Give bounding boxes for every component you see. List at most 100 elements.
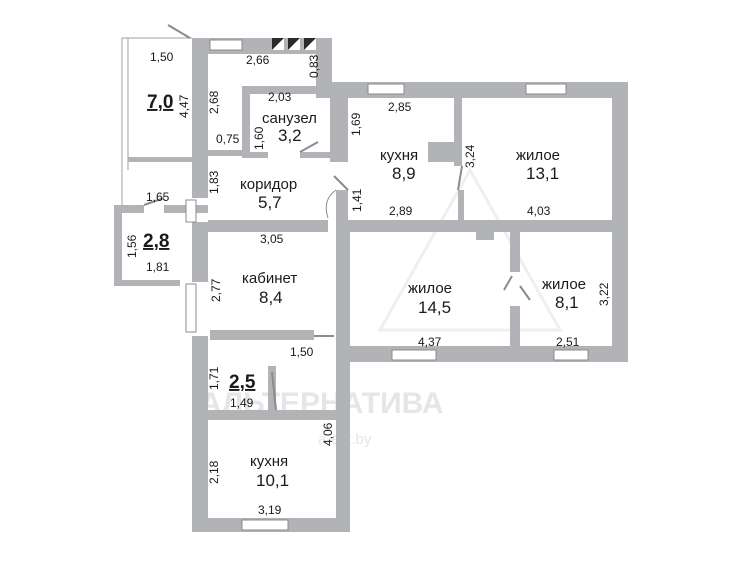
dim-1-50-top: 1,50 bbox=[150, 50, 174, 64]
room-area-small-mid: 2,5 bbox=[229, 372, 256, 393]
sanuzel-wall-top bbox=[242, 86, 322, 94]
dim-3-05: 3,05 bbox=[260, 232, 284, 246]
room-area-living-c: 8,1 bbox=[555, 293, 579, 312]
dim-2-51: 2,51 bbox=[556, 335, 580, 349]
wall-west-lower bbox=[192, 336, 208, 532]
room-area-living-a: 13,1 bbox=[526, 164, 559, 183]
room-area-office: 8,4 bbox=[259, 288, 283, 307]
dim-1-56: 1,56 bbox=[125, 234, 139, 258]
wall-living-partition-top bbox=[510, 232, 520, 272]
dim-2-66: 2,66 bbox=[246, 53, 270, 67]
dim-0-83: 0,83 bbox=[307, 54, 321, 78]
dim-1-41: 1,41 bbox=[350, 188, 364, 212]
room-name-living-a: жилое bbox=[516, 147, 560, 164]
room-name-sanuzel: санузел bbox=[262, 110, 317, 127]
dim-1-49: 1,49 bbox=[230, 396, 254, 410]
dim-2-68: 2,68 bbox=[207, 90, 221, 114]
room-area-sanuzel: 3,2 bbox=[278, 126, 302, 145]
sanuzel-wall-left bbox=[242, 86, 250, 158]
room-name-kitchen-top: кухня bbox=[380, 147, 418, 164]
dim-4-06: 4,06 bbox=[321, 422, 335, 446]
door-sanuzel bbox=[299, 141, 319, 153]
dim-2-89: 2,89 bbox=[389, 204, 413, 218]
wall-kitchen-top-west bbox=[330, 86, 348, 162]
dim-1-83: 1,83 bbox=[207, 170, 221, 194]
window-living-a bbox=[525, 83, 567, 95]
wall-mid-right bbox=[336, 220, 612, 232]
doors bbox=[143, 24, 531, 411]
wall-office-south bbox=[210, 330, 314, 340]
wall-mid-left bbox=[208, 220, 328, 232]
wall-small-mid-right bbox=[268, 366, 276, 410]
wall-west-upper bbox=[192, 38, 208, 198]
dim-3-22: 3,22 bbox=[597, 282, 611, 306]
wall-corridor-top-left bbox=[208, 150, 242, 156]
vestibule-wall-bottom bbox=[114, 280, 180, 286]
room-area-kitchen-bottom: 10,1 bbox=[256, 471, 289, 490]
dim-1-50-mid: 1,50 bbox=[290, 345, 314, 359]
dim-1-60: 1,60 bbox=[252, 126, 266, 150]
vestibule-wall-top bbox=[114, 205, 144, 213]
room-area-top-left: 7,0 bbox=[147, 92, 173, 113]
room-area-kitchen-top: 8,9 bbox=[392, 164, 416, 183]
window-kitchen-bottom bbox=[241, 519, 289, 531]
room-labels: 7,0 санузел 3,2 кухня 8,9 жилое 13,1 кор… bbox=[143, 92, 586, 490]
dim-1-71: 1,71 bbox=[207, 366, 221, 390]
door-kitchen-top-arc bbox=[325, 189, 337, 219]
wall-kitchen-living bbox=[454, 98, 462, 166]
door-balcony bbox=[167, 24, 191, 39]
dim-3-24: 3,24 bbox=[463, 144, 477, 168]
wall-west-mid bbox=[192, 222, 208, 282]
door-small-mid bbox=[271, 371, 277, 411]
room-area-living-b: 14,5 bbox=[418, 298, 451, 317]
vestibule-wall-left bbox=[114, 205, 122, 285]
dimensions: 1,50 4,47 2,66 0,83 2,68 2,03 1,60 0,75 … bbox=[125, 50, 611, 517]
wall-east bbox=[612, 82, 628, 362]
dim-1-69: 1,69 bbox=[349, 112, 363, 136]
wall-kitchen-top-west-lower bbox=[336, 190, 348, 220]
balcony-wall-bottom bbox=[128, 157, 208, 162]
door-living-c bbox=[519, 285, 531, 301]
dim-4-03: 4,03 bbox=[527, 204, 551, 218]
window-corridor bbox=[185, 199, 197, 223]
sanuzel-wall-bottom-right bbox=[300, 152, 330, 158]
watermark: АЛЬТЕРНАТИВА a-est.by bbox=[200, 166, 563, 448]
dim-3-19: 3,19 bbox=[258, 503, 282, 517]
door-living-b bbox=[503, 275, 513, 291]
room-area-small-left: 2,8 bbox=[143, 231, 169, 252]
wall-small-mid-bottom bbox=[208, 410, 336, 420]
window-living-c bbox=[553, 349, 589, 361]
dim-4-47: 4,47 bbox=[177, 94, 191, 118]
door-living-a bbox=[457, 165, 463, 191]
sanuzel-wall-bottom-left bbox=[242, 152, 268, 158]
wall-lower-east bbox=[336, 330, 350, 532]
dim-4-37: 4,37 bbox=[418, 335, 442, 349]
wall-north-right bbox=[316, 82, 628, 98]
windows bbox=[185, 39, 589, 531]
window-living-b bbox=[391, 349, 437, 361]
wall-kitchen-living-lower bbox=[458, 190, 464, 220]
door-vestibule bbox=[143, 197, 165, 206]
wall-chimney bbox=[476, 220, 494, 240]
room-name-living-c: жилое bbox=[542, 276, 586, 293]
room-name-kitchen-bottom: кухня bbox=[250, 453, 288, 470]
window-kitchen-top bbox=[367, 83, 405, 95]
window-office bbox=[185, 283, 197, 333]
dim-1-81: 1,81 bbox=[146, 260, 170, 274]
dim-0-75: 0,75 bbox=[216, 132, 240, 146]
dim-2-03: 2,03 bbox=[268, 90, 292, 104]
dim-1-65: 1,65 bbox=[146, 190, 170, 204]
room-name-living-b: жилое bbox=[408, 280, 452, 297]
room-area-corridor: 5,7 bbox=[258, 193, 282, 212]
window-top-left bbox=[209, 39, 243, 51]
room-name-corridor: коридор bbox=[240, 176, 297, 193]
room-name-office: кабинет bbox=[242, 270, 297, 287]
door-kitchen-top bbox=[333, 175, 349, 191]
kitchen-stove-block bbox=[428, 142, 454, 162]
wall-office-east bbox=[336, 232, 350, 352]
dim-2-18: 2,18 bbox=[207, 460, 221, 484]
vent-icons bbox=[272, 38, 316, 50]
wall-living-partition-bottom bbox=[510, 306, 520, 352]
wall-north-step bbox=[316, 38, 332, 86]
